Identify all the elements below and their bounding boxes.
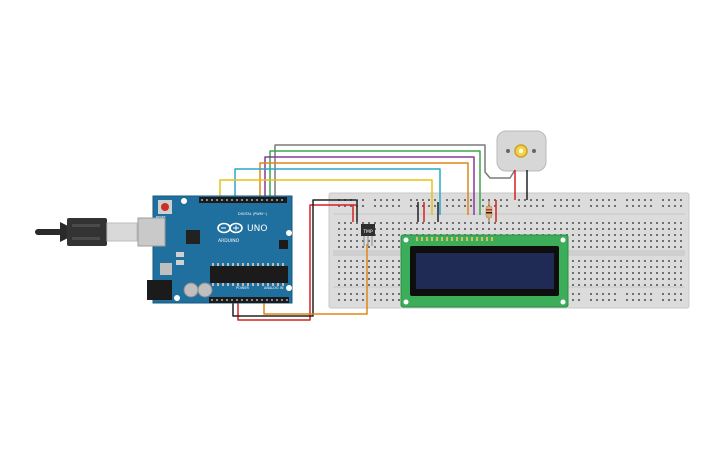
digital-pin-header[interactable] bbox=[199, 197, 287, 203]
wire-red-power[interactable] bbox=[237, 204, 356, 321]
arduino-logo-icon bbox=[217, 222, 243, 234]
lcd-display[interactable] bbox=[400, 234, 569, 308]
wires[interactable] bbox=[219, 144, 528, 321]
board-brand-label: ARDUINO bbox=[218, 238, 240, 244]
lcd-pin-header bbox=[416, 237, 493, 241]
wire-black-gnd[interactable] bbox=[232, 199, 356, 317]
power-pin-header[interactable] bbox=[209, 297, 289, 303]
wire-purple[interactable] bbox=[264, 156, 475, 215]
wire-yellow[interactable] bbox=[219, 179, 433, 215]
wire-cyan[interactable] bbox=[234, 168, 441, 215]
analog-label: ANALOG IN bbox=[264, 286, 284, 290]
lcd-screen bbox=[416, 253, 554, 289]
atmega-chip bbox=[210, 266, 288, 283]
usb-port bbox=[137, 217, 166, 247]
reset-label: RESET bbox=[156, 215, 166, 219]
wire-orange-sensor[interactable] bbox=[263, 244, 368, 315]
usb-chip bbox=[186, 230, 200, 244]
board-model-label: UNO bbox=[247, 224, 267, 234]
dc-jack bbox=[147, 280, 172, 300]
wire-gray[interactable] bbox=[274, 144, 516, 196]
usb-cable[interactable] bbox=[35, 218, 138, 246]
sensor-label: TMP bbox=[362, 229, 373, 235]
power-label: POWER bbox=[236, 286, 250, 290]
digital-header-label: DIGITAL (PWM~) bbox=[238, 212, 268, 216]
resistor[interactable] bbox=[485, 200, 493, 222]
temperature-sensor[interactable]: TMP bbox=[361, 224, 375, 246]
wire-green[interactable] bbox=[269, 150, 481, 215]
arduino-uno-board[interactable]: UNO ARDUINO DIGITAL (PWM~) POWER ANALOG … bbox=[137, 195, 293, 304]
dc-motor[interactable] bbox=[496, 130, 547, 172]
